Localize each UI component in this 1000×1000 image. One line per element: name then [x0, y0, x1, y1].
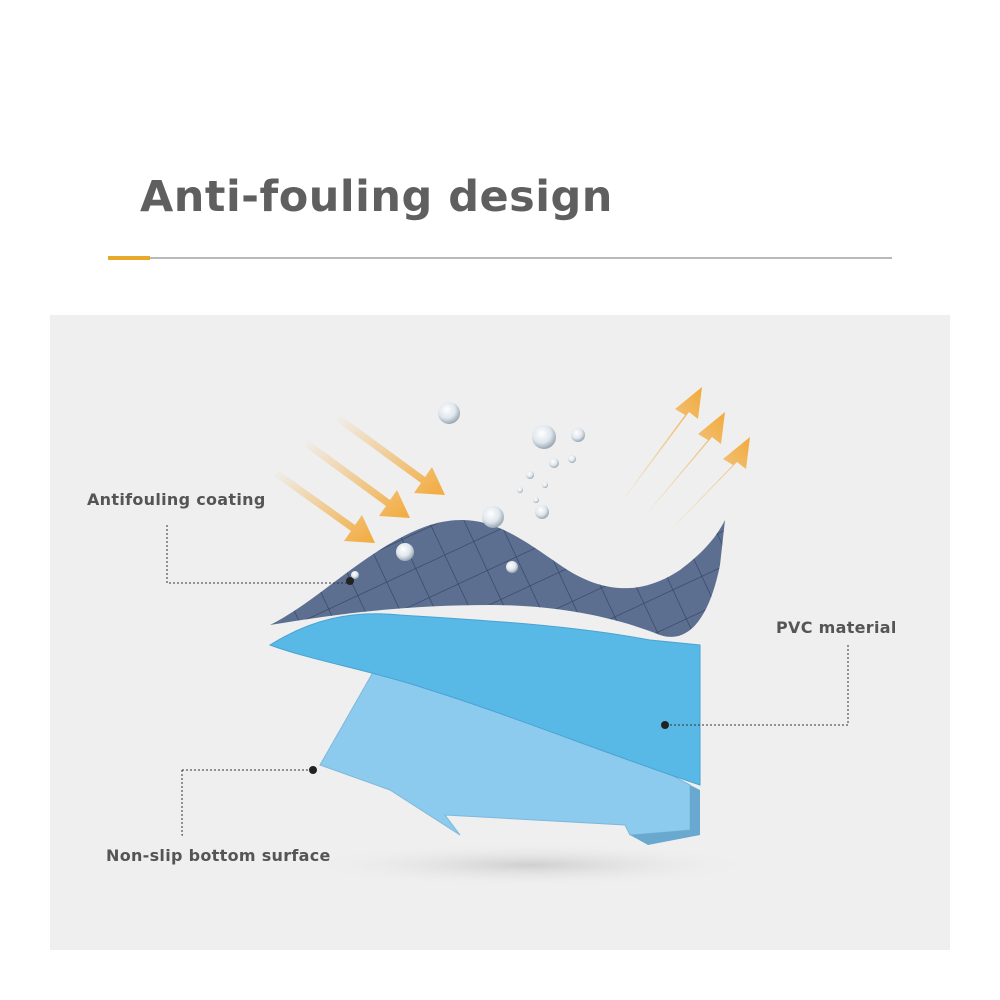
incoming-arrows — [274, 415, 445, 543]
callout-pvc — [665, 645, 849, 726]
page-title: Anti-fouling design — [140, 172, 613, 222]
callout-dot-bottom — [309, 766, 317, 774]
title-divider — [150, 257, 892, 259]
layer-illustration — [166, 387, 849, 887]
callout-dot-pvc — [661, 721, 669, 729]
bottom-layer-side — [630, 785, 700, 845]
label-non-slip-bottom: Non-slip bottom surface — [106, 846, 331, 865]
callout-coating — [166, 525, 350, 584]
callout-dot-coating — [346, 577, 354, 585]
label-pvc-material: PVC material — [776, 618, 897, 637]
pvc-layer — [268, 613, 701, 786]
label-antifouling-coating: Antifouling coating — [87, 490, 266, 509]
outgoing-arrows — [622, 387, 750, 530]
water-droplets — [351, 402, 585, 579]
title-accent-bar — [108, 256, 150, 260]
coating-grid — [270, 519, 725, 637]
callout-bottom — [181, 769, 313, 836]
ground-shadow — [300, 843, 760, 887]
